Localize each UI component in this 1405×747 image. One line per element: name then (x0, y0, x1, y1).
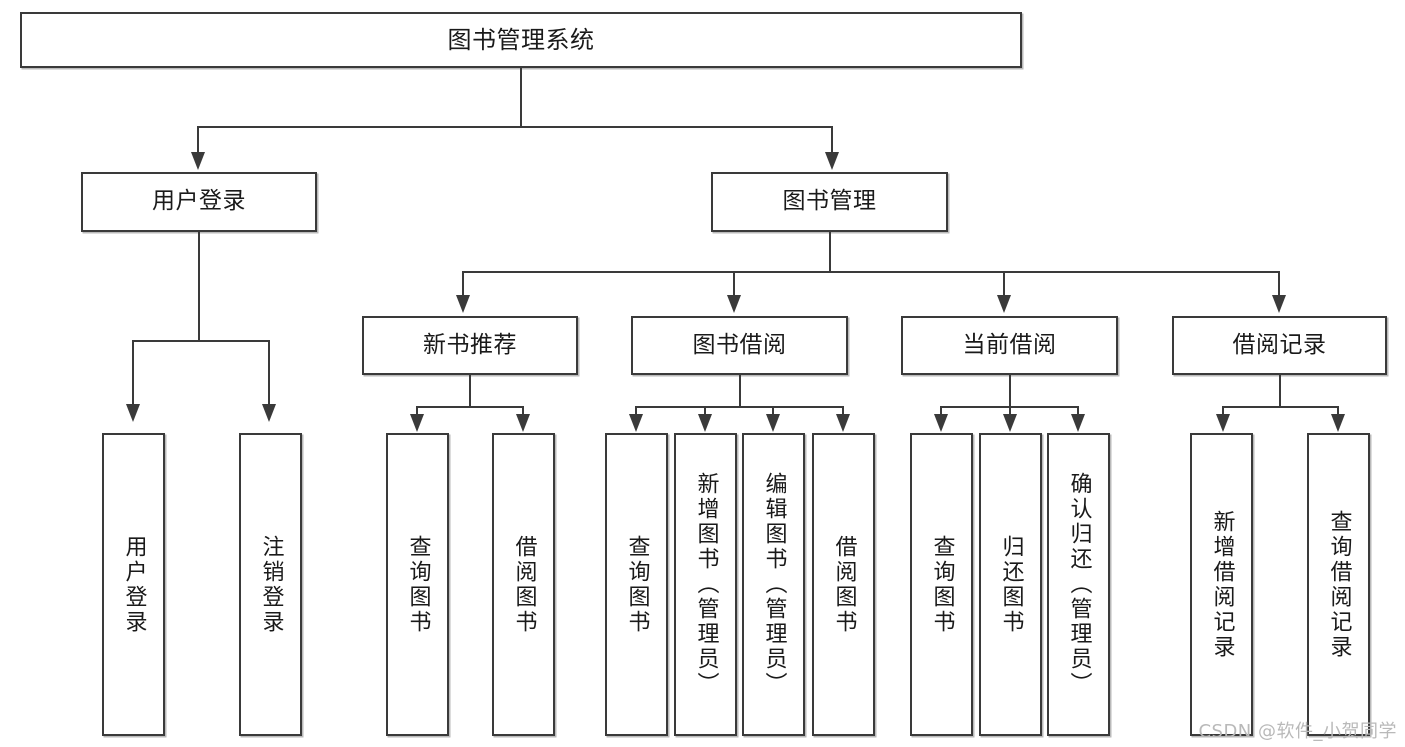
node-root-system[interactable]: 图书管理系统 (20, 12, 1022, 68)
node-label: 归还图书 (998, 534, 1024, 635)
node-label: 借阅图书 (511, 534, 537, 635)
connector-book-borrow-drop-4 (842, 406, 844, 418)
connector-new-book-drop-2 (522, 406, 524, 418)
node-user-login[interactable]: 用户登录 (81, 172, 317, 232)
node-label: 新增借阅记录 (1209, 509, 1235, 660)
connector-book-borrow-drop-3 (772, 406, 774, 418)
connector-level3-drop-4 (1278, 271, 1280, 297)
leaf-query-borrow-record[interactable]: 查询借阅记录 (1307, 433, 1370, 736)
connector-level2-drop-right (831, 126, 833, 154)
connector-book-borrow-bus (635, 406, 844, 408)
connector-user-login-stem (198, 232, 200, 342)
node-label: 新增图书（管理员） (693, 472, 719, 697)
node-label: 查询图书 (624, 534, 650, 635)
connector-level2-bus (197, 126, 833, 128)
node-label: 查询借阅记录 (1326, 509, 1352, 660)
node-label: 查询图书 (405, 534, 431, 635)
connector-book-management-stem (829, 232, 831, 273)
arrow-to-leaf-query-books-2 (629, 414, 643, 432)
leaf-query-books-current[interactable]: 查询图书 (910, 433, 973, 736)
arrow-to-borrow-records (1272, 295, 1286, 313)
node-label: 注销登录 (258, 534, 284, 635)
arrow-to-user-login (191, 152, 205, 170)
leaf-logout[interactable]: 注销登录 (239, 433, 302, 736)
connector-current-borrow-drop-3 (1077, 406, 1079, 418)
arrow-to-book-management (825, 152, 839, 170)
connector-current-borrow-drop-2 (1009, 406, 1011, 418)
connector-level3-drop-1 (462, 271, 464, 297)
node-label: 查询图书 (929, 534, 955, 635)
leaf-return-book[interactable]: 归还图书 (979, 433, 1042, 736)
arrow-to-leaf-user-login (126, 404, 140, 422)
node-label: 用户登录 (152, 188, 246, 215)
arrow-to-leaf-query-record (1331, 414, 1345, 432)
connector-new-book-stem (469, 375, 471, 408)
connector-new-book-drop-1 (416, 406, 418, 418)
arrow-to-current-borrow (997, 295, 1011, 313)
arrow-to-leaf-edit-book (766, 414, 780, 432)
node-label: 图书借阅 (692, 331, 787, 358)
leaf-edit-book-admin[interactable]: 编辑图书（管理员） (742, 433, 805, 736)
leaf-borrow-books[interactable]: 借阅图书 (812, 433, 875, 736)
node-label: 借阅图书 (831, 534, 857, 635)
connector-current-borrow-stem (1009, 375, 1011, 408)
arrow-to-leaf-return-book (1003, 414, 1017, 432)
connector-level3-bus (462, 271, 1280, 273)
leaf-borrow-books-recommend[interactable]: 借阅图书 (492, 433, 555, 736)
connector-root-stem (520, 68, 522, 128)
arrow-to-leaf-query-books-1 (410, 414, 424, 432)
leaf-query-books-recommend[interactable]: 查询图书 (386, 433, 449, 736)
connector-new-book-bus (416, 406, 524, 408)
arrow-to-leaf-add-record (1216, 414, 1230, 432)
node-book-borrow[interactable]: 图书借阅 (631, 316, 848, 375)
node-label: 新书推荐 (423, 331, 517, 358)
arrow-to-leaf-add-book (698, 414, 712, 432)
connector-user-login-drop-1 (132, 340, 134, 406)
leaf-add-book-admin[interactable]: 新增图书（管理员） (674, 433, 737, 736)
leaf-user-login[interactable]: 用户登录 (102, 433, 165, 736)
connector-book-borrow-drop-1 (635, 406, 637, 418)
connector-level2-drop-left (197, 126, 199, 154)
leaf-add-borrow-record[interactable]: 新增借阅记录 (1190, 433, 1253, 736)
arrow-to-leaf-query-books-3 (934, 414, 948, 432)
node-label: 图书管理 (782, 188, 877, 215)
leaf-confirm-return-admin[interactable]: 确认归还（管理员） (1047, 433, 1110, 736)
connector-borrow-records-drop-1 (1222, 406, 1224, 418)
connector-borrow-records-drop-2 (1337, 406, 1339, 418)
node-label: 编辑图书（管理员） (761, 472, 787, 697)
node-book-management[interactable]: 图书管理 (711, 172, 948, 232)
connector-current-borrow-drop-1 (940, 406, 942, 418)
arrow-to-book-borrow (727, 295, 741, 313)
node-label: 图书管理系统 (447, 25, 595, 54)
arrow-to-leaf-borrow-books-1 (516, 414, 530, 432)
connector-borrow-records-stem (1279, 375, 1281, 408)
node-label: 当前借阅 (962, 331, 1057, 358)
arrow-to-new-book-recommend (456, 295, 470, 313)
connector-book-borrow-drop-2 (704, 406, 706, 418)
connector-borrow-records-bus (1222, 406, 1339, 408)
arrow-to-leaf-borrow-books-2 (836, 414, 850, 432)
leaf-query-books-borrow[interactable]: 查询图书 (605, 433, 668, 736)
node-label: 用户登录 (121, 534, 147, 635)
arrow-to-leaf-logout (262, 404, 276, 422)
node-current-borrow[interactable]: 当前借阅 (901, 316, 1118, 375)
connector-book-borrow-stem (739, 375, 741, 408)
connector-user-login-bus (132, 340, 270, 342)
connector-level3-drop-2 (733, 271, 735, 297)
node-label: 借阅记录 (1232, 331, 1327, 358)
node-new-book-recommend[interactable]: 新书推荐 (362, 316, 578, 375)
arrow-to-leaf-confirm-return (1071, 414, 1085, 432)
connector-level3-drop-3 (1003, 271, 1005, 297)
connector-user-login-drop-2 (268, 340, 270, 406)
node-borrow-records[interactable]: 借阅记录 (1172, 316, 1387, 375)
node-label: 确认归还（管理员） (1066, 472, 1092, 697)
